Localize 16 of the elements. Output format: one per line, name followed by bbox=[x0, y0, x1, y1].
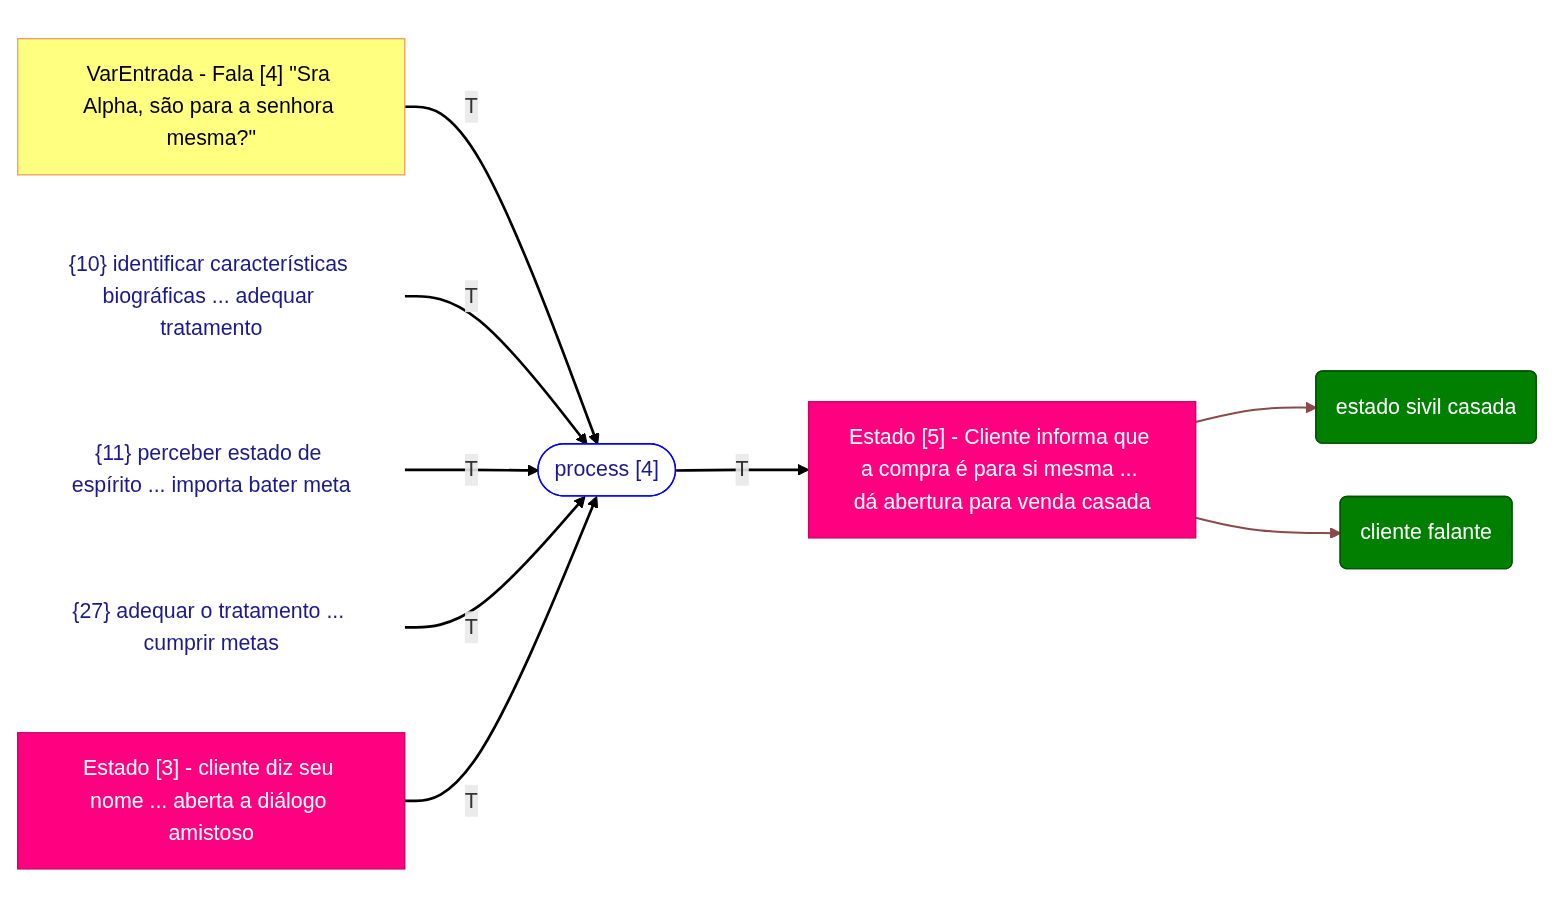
node-text: {10} identificar características biográficas ... adequar tratamento bbox=[68, 251, 348, 339]
edge-label: T bbox=[464, 283, 478, 307]
node-box: Estado [5] - Cliente informa que a compra é para si mesma ... dá abertura para venda casada bbox=[807, 400, 1197, 539]
edge-label: T bbox=[464, 788, 478, 812]
node-text: {27} adequar o tratamento ... cumprir metas bbox=[72, 598, 345, 654]
arrow bbox=[404, 294, 588, 445]
node-box: VarEntrada - Fala [4] "Sra Alpha, são para a senhora mesma?" bbox=[17, 37, 406, 176]
node-box: Estado [3] - cliente diz seu nome ... aberta a diálogo amistoso bbox=[17, 731, 406, 870]
edge-label: T bbox=[735, 457, 749, 481]
arrow bbox=[404, 495, 599, 802]
arrow bbox=[404, 495, 586, 629]
node-text: {11} perceber estado de espírito ... importa bater meta bbox=[71, 441, 351, 497]
edge-label: T bbox=[464, 615, 478, 638]
edge-label: T bbox=[464, 94, 478, 118]
edge-label: T bbox=[464, 457, 478, 481]
arrow bbox=[404, 105, 600, 445]
